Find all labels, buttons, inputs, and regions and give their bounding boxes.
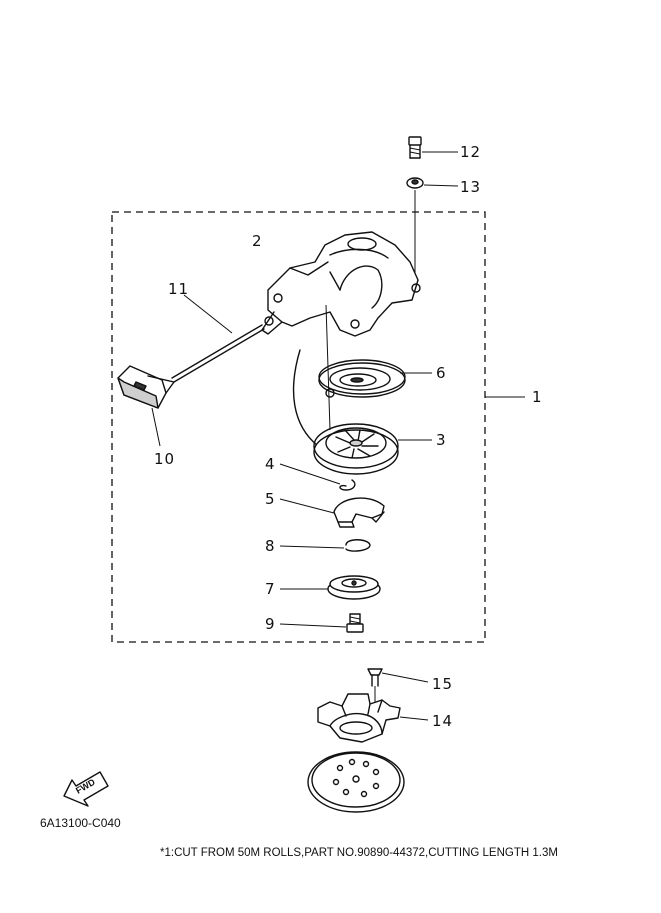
drawing-code: 6A13100-C040 <box>40 816 121 830</box>
callout-1: 1 <box>532 388 543 406</box>
part-9-bolt <box>346 613 364 633</box>
part-3-pulley <box>313 423 399 475</box>
flywheel-plate <box>307 751 405 813</box>
part-8-circlip <box>345 539 371 552</box>
callout-14: 14 <box>432 712 453 730</box>
callout-13: 13 <box>460 178 481 196</box>
part-13-washer <box>406 177 424 189</box>
callout-9: 9 <box>265 615 276 633</box>
callout-6: 6 <box>436 364 447 382</box>
callout-3: 3 <box>436 431 447 449</box>
part-14-ratchet <box>317 693 401 743</box>
part-10-handle <box>117 365 175 409</box>
callout-5: 5 <box>265 490 276 508</box>
part-2-starter-case <box>261 231 421 337</box>
callout-12: 12 <box>460 143 481 161</box>
part-12-bolt <box>408 136 422 159</box>
callout-10: 10 <box>154 450 175 468</box>
part-11-rope <box>171 324 319 447</box>
callout-4: 4 <box>265 455 276 473</box>
callout-15: 15 <box>432 675 453 693</box>
callout-11: 11 <box>168 280 189 298</box>
part-15-screw <box>367 668 383 687</box>
callout-2: 2 <box>252 232 263 250</box>
assembly-boundary <box>111 211 486 643</box>
callout-8: 8 <box>265 537 276 555</box>
part-4-clip <box>339 479 356 491</box>
footnote: *1:CUT FROM 50M ROLLS,PART NO.90890-4437… <box>160 847 558 859</box>
part-5-drive-plate <box>333 497 385 528</box>
fwd-arrow-icon: FWD <box>63 771 109 807</box>
callout-7: 7 <box>265 580 276 598</box>
part-6-spring <box>318 359 406 398</box>
part-7-cover <box>327 575 381 600</box>
